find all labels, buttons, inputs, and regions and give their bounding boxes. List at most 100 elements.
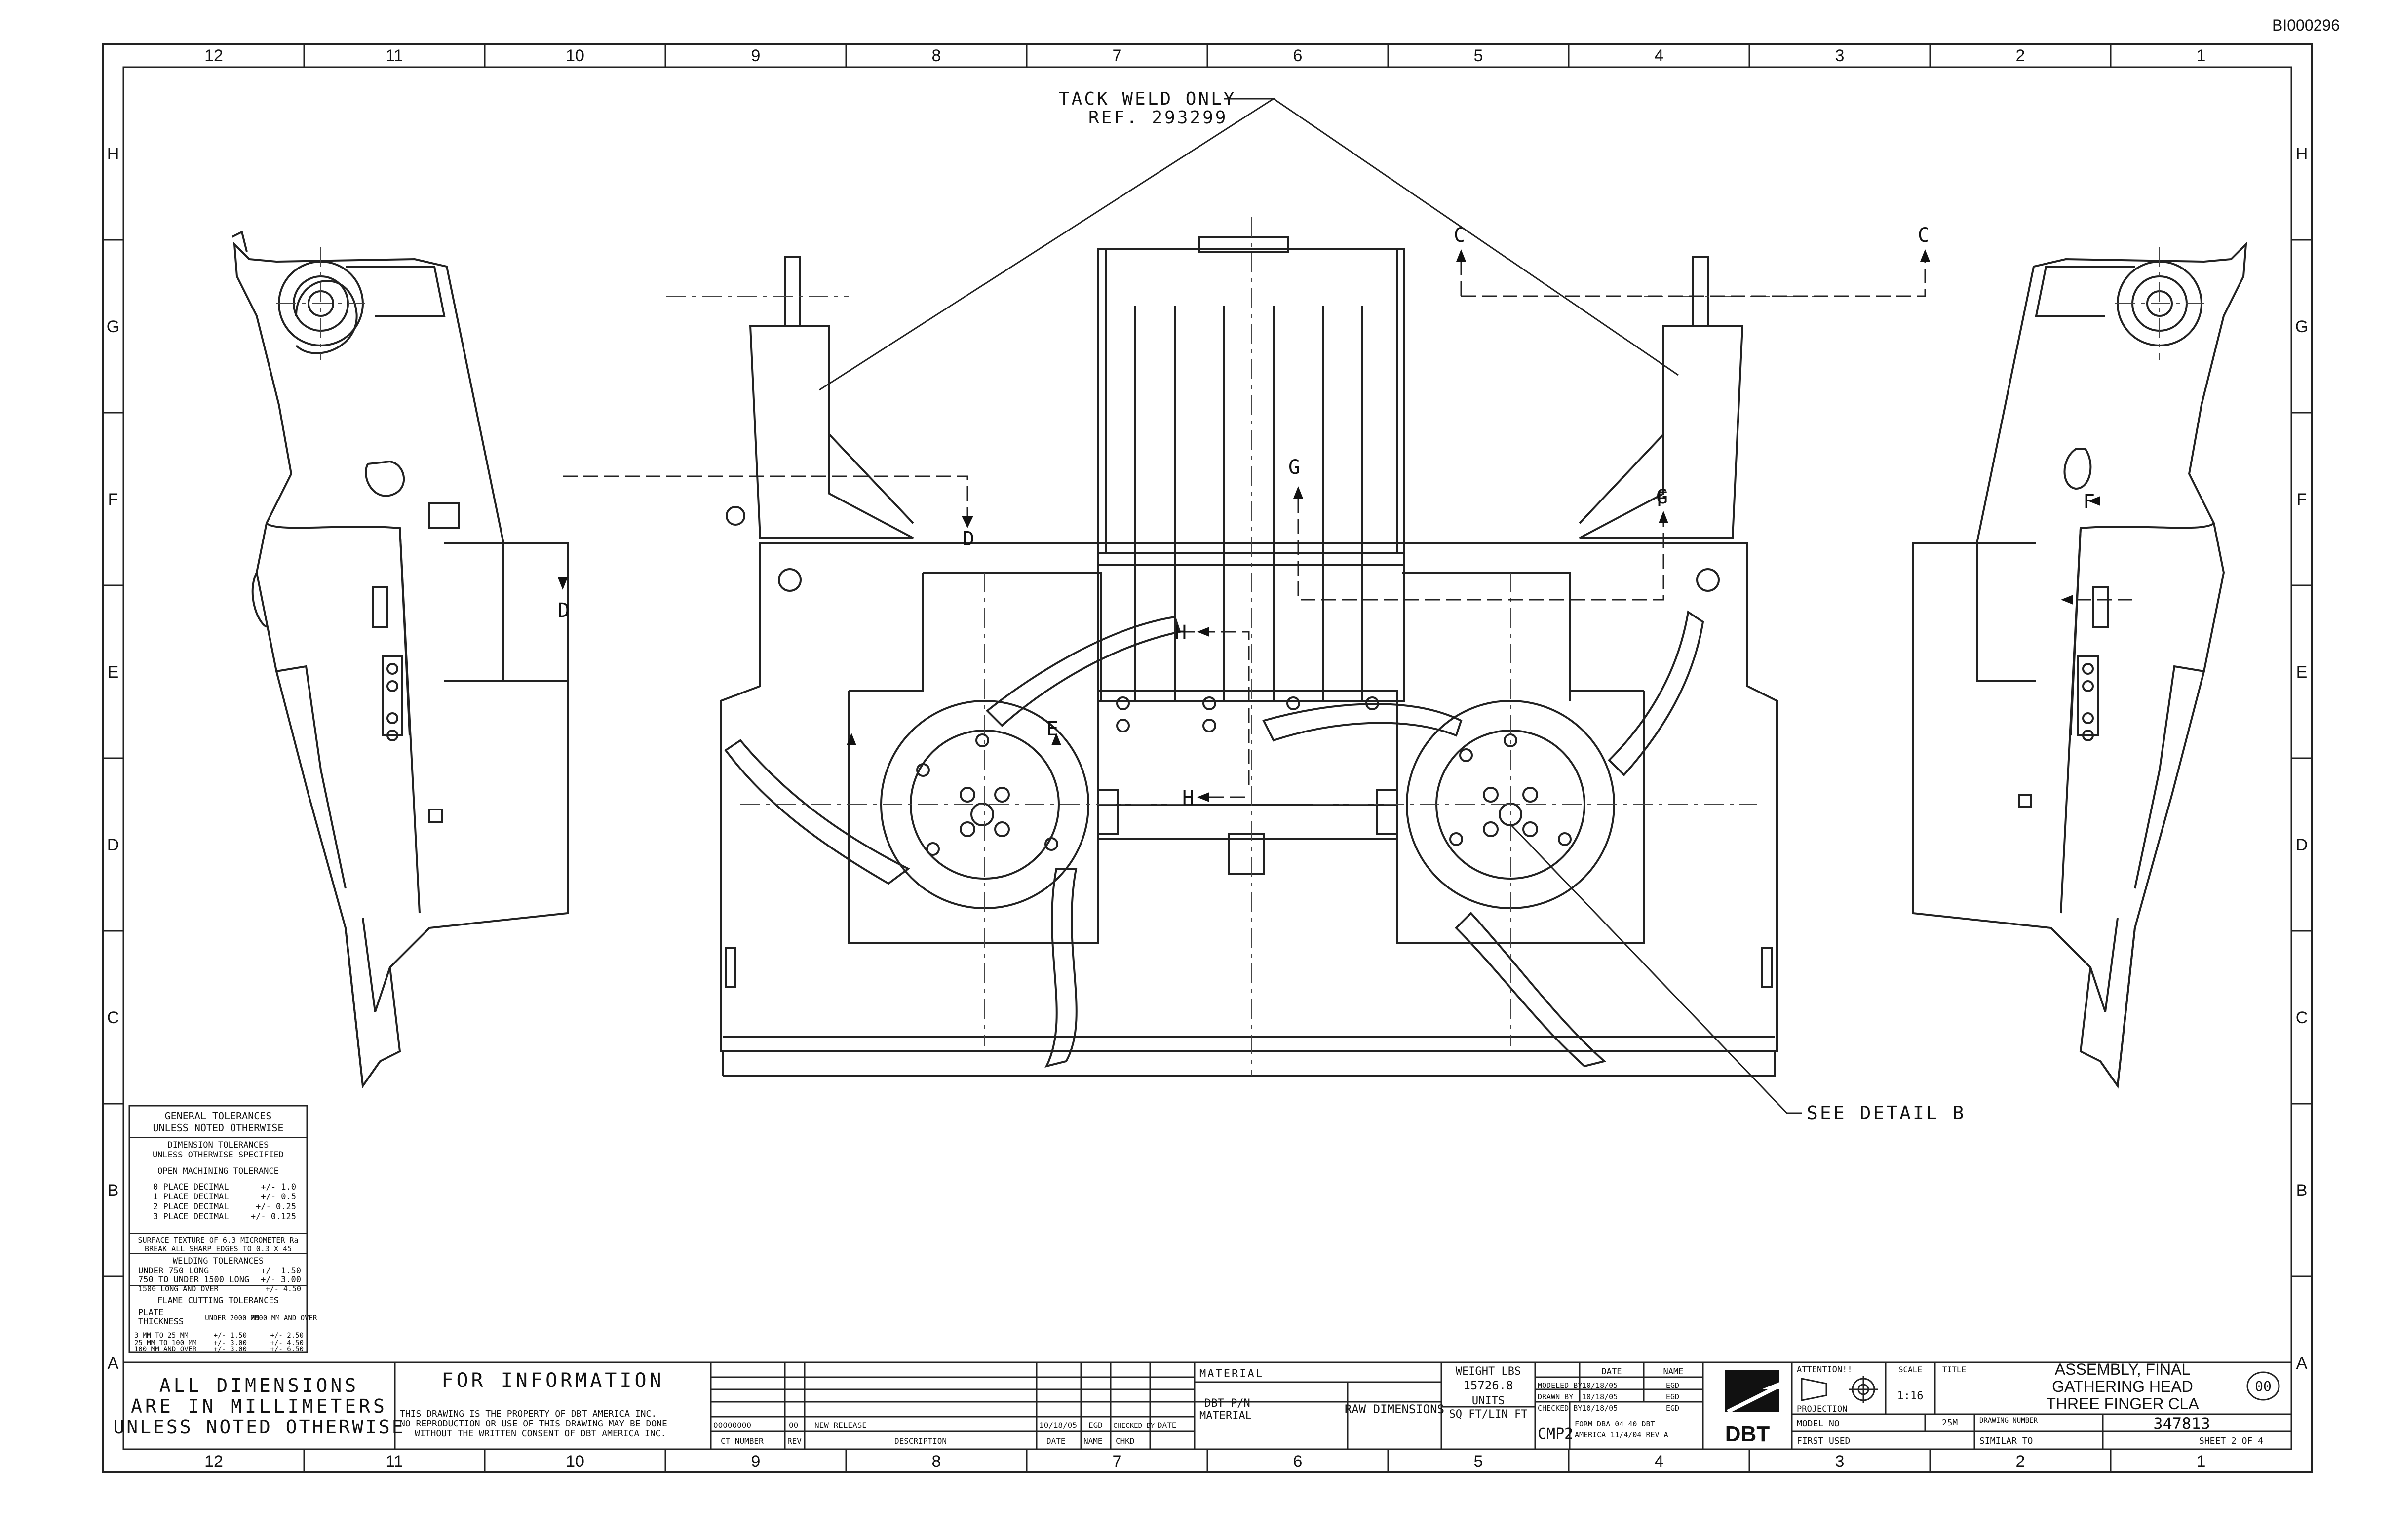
svg-text:3 PLACE DECIMAL: 3 PLACE DECIMAL — [153, 1212, 229, 1222]
zone-label-top: 5 — [1474, 46, 1483, 65]
zone-label-left: G — [107, 317, 119, 336]
svg-text:+/- 2.50: +/- 2.50 — [270, 1332, 304, 1340]
svg-text:+/- 3.00: +/- 3.00 — [261, 1275, 301, 1285]
svg-text:UNDER 750 LONG: UNDER 750 LONG — [138, 1266, 209, 1276]
section-arrows — [558, 249, 2100, 802]
zone-label-bottom: 11 — [386, 1452, 403, 1471]
svg-text:EGD: EGD — [1666, 1404, 1679, 1413]
svg-text:DRAWN BY: DRAWN BY — [1538, 1392, 1573, 1401]
svg-text:DESCRIPTION: DESCRIPTION — [894, 1436, 947, 1446]
section-g-left: G — [1288, 456, 1300, 479]
zone-ticks — [103, 44, 2312, 1472]
zone-label-bottom: 12 — [204, 1452, 223, 1471]
all-dimensions-line3: UNLESS NOTED OTHERWISE — [113, 1416, 405, 1438]
svg-text:NO REPRODUCTION OR USE OF THIS: NO REPRODUCTION OR USE OF THIS DRAWING M… — [400, 1419, 667, 1429]
svg-text:+/- 0.5: +/- 0.5 — [261, 1192, 296, 1202]
svg-text:100 MM AND OVER: 100 MM AND OVER — [134, 1346, 197, 1353]
svg-text:3 MM TO 25 MM: 3 MM TO 25 MM — [134, 1332, 189, 1340]
zone-label-top: 8 — [932, 46, 941, 65]
zone-label-bottom: 1 — [2197, 1452, 2206, 1471]
svg-text:+/- 4.50: +/- 4.50 — [270, 1339, 304, 1347]
zone-label-left: A — [108, 1354, 119, 1373]
svg-text:WEIGHT LBS: WEIGHT LBS — [1456, 1365, 1521, 1378]
section-h-upper: H — [1175, 621, 1187, 644]
svg-text:RAW DIMENSIONS: RAW DIMENSIONS — [1345, 1402, 1444, 1416]
svg-text:15726.8: 15726.8 — [1463, 1379, 1513, 1392]
zone-label-bottom: 8 — [932, 1452, 941, 1471]
svg-text:NAME: NAME — [1083, 1436, 1103, 1446]
title-block: ALL DIMENSIONS ARE IN MILLIMETERS UNLESS… — [113, 1360, 2291, 1449]
svg-text:SURFACE TEXTURE OF 6.3 MICROME: SURFACE TEXTURE OF 6.3 MICROMETER Ra — [138, 1236, 298, 1245]
svg-text:1500 LONG AND OVER: 1500 LONG AND OVER — [138, 1284, 219, 1293]
section-c-right: C — [1918, 224, 1930, 247]
zone-label-left: E — [108, 663, 119, 682]
svg-text:+/- 1.50: +/- 1.50 — [261, 1266, 301, 1276]
dbt-logo: DBT — [1725, 1370, 1779, 1446]
zone-label-right: B — [2296, 1181, 2308, 1200]
svg-text:REV: REV — [787, 1436, 802, 1446]
zone-label-right: F — [2297, 490, 2307, 509]
zone-label-right: H — [2296, 145, 2308, 163]
svg-text:FIRST USED: FIRST USED — [1797, 1436, 1850, 1446]
right-side-view — [1912, 241, 2247, 1089]
section-labels: C C D D F F G G H H E — [558, 224, 2095, 809]
zone-label-bottom: 9 — [751, 1452, 761, 1471]
svg-text:UNDER 2000 MM: UNDER 2000 MM — [205, 1314, 259, 1322]
zone-label-left: F — [108, 490, 118, 509]
svg-text:MODEL NO: MODEL NO — [1797, 1419, 1840, 1429]
svg-text:MODELED BY: MODELED BY — [1538, 1381, 1582, 1390]
svg-text:FORM DBA 04 40 DBT: FORM DBA 04 40 DBT — [1575, 1420, 1655, 1428]
svg-text:DBT P/N: DBT P/N — [1204, 1397, 1250, 1410]
drawing-reference: BI000296 — [2272, 16, 2340, 34]
svg-text:1:16: 1:16 — [1897, 1390, 1924, 1402]
svg-text:SCALE: SCALE — [1898, 1365, 1922, 1374]
zone-label-bottom: 3 — [1835, 1452, 1845, 1471]
zone-label-right: E — [2296, 663, 2308, 682]
drawing-number: 347813 — [2153, 1414, 2210, 1433]
zone-label-top: 2 — [2016, 46, 2025, 65]
zone-label-left: C — [107, 1008, 119, 1027]
zone-label-top: 10 — [566, 46, 584, 65]
see-detail-label: SEE DETAIL B — [1807, 1102, 1966, 1124]
drawing-title-line2: GATHERING HEAD — [2052, 1378, 2193, 1395]
svg-text:THICKNESS: THICKNESS — [138, 1317, 184, 1327]
svg-text:DATE: DATE — [1158, 1421, 1177, 1430]
zone-label-bottom: 2 — [2016, 1452, 2025, 1471]
general-tolerances-box: GENERAL TOLERANCES UNLESS NOTED OTHERWIS… — [128, 1105, 317, 1353]
zone-label-top: 12 — [204, 46, 223, 65]
zone-label-right: A — [2296, 1354, 2308, 1373]
zone-label-left: D — [107, 836, 119, 854]
svg-text:00: 00 — [789, 1421, 798, 1430]
svg-text:GENERAL TOLERANCES: GENERAL TOLERANCES — [165, 1110, 272, 1122]
svg-text:MATERIAL: MATERIAL — [1199, 1368, 1264, 1380]
zone-label-top: 4 — [1655, 46, 1664, 65]
svg-text:CHECKED BY: CHECKED BY — [1538, 1404, 1582, 1413]
zone-label-right: D — [2296, 836, 2308, 854]
svg-text:PLATE: PLATE — [138, 1308, 163, 1318]
svg-text:10/18/05: 10/18/05 — [1039, 1421, 1077, 1430]
svg-text:UNLESS OTHERWISE SPECIFIED: UNLESS OTHERWISE SPECIFIED — [153, 1150, 284, 1160]
svg-text:DATE: DATE — [1046, 1436, 1066, 1446]
svg-text:WITHOUT THE WRITTEN CONSENT OF: WITHOUT THE WRITTEN CONSENT OF DBT AMERI… — [415, 1428, 666, 1439]
zone-label-top: 6 — [1293, 46, 1303, 65]
zone-label-bottom: 10 — [566, 1452, 584, 1471]
svg-text:DRAWING NUMBER: DRAWING NUMBER — [1979, 1417, 2038, 1424]
all-dimensions-line1: ALL DIMENSIONS — [159, 1375, 359, 1396]
svg-text:OPEN MACHINING TOLERANCE: OPEN MACHINING TOLERANCE — [157, 1166, 279, 1176]
svg-text:AMERICA 11/4/04 REV A: AMERICA 11/4/04 REV A — [1575, 1430, 1668, 1439]
svg-text:+/- 0.125: +/- 0.125 — [251, 1212, 296, 1222]
tack-weld-label: TACK WELD ONLY — [1059, 89, 1236, 109]
svg-text:UNLESS NOTED OTHERWISE: UNLESS NOTED OTHERWISE — [153, 1122, 284, 1134]
svg-text:BREAK ALL SHARP EDGES TO 0.3 X: BREAK ALL SHARP EDGES TO 0.3 X 45 — [145, 1244, 292, 1253]
projection-symbol-icon — [1801, 1376, 1878, 1403]
svg-text:CHKD: CHKD — [1116, 1436, 1135, 1446]
svg-text:10/18/05: 10/18/05 — [1582, 1381, 1618, 1390]
svg-text:SQ FT/LIN FT: SQ FT/LIN FT — [1449, 1408, 1528, 1421]
svg-text:00000000: 00000000 — [713, 1421, 751, 1430]
svg-text:CMP2: CMP2 — [1538, 1425, 1573, 1443]
zone-label-left: H — [107, 145, 119, 163]
zone-label-bottom: 5 — [1474, 1452, 1483, 1471]
section-g-right: G — [1656, 486, 1668, 508]
